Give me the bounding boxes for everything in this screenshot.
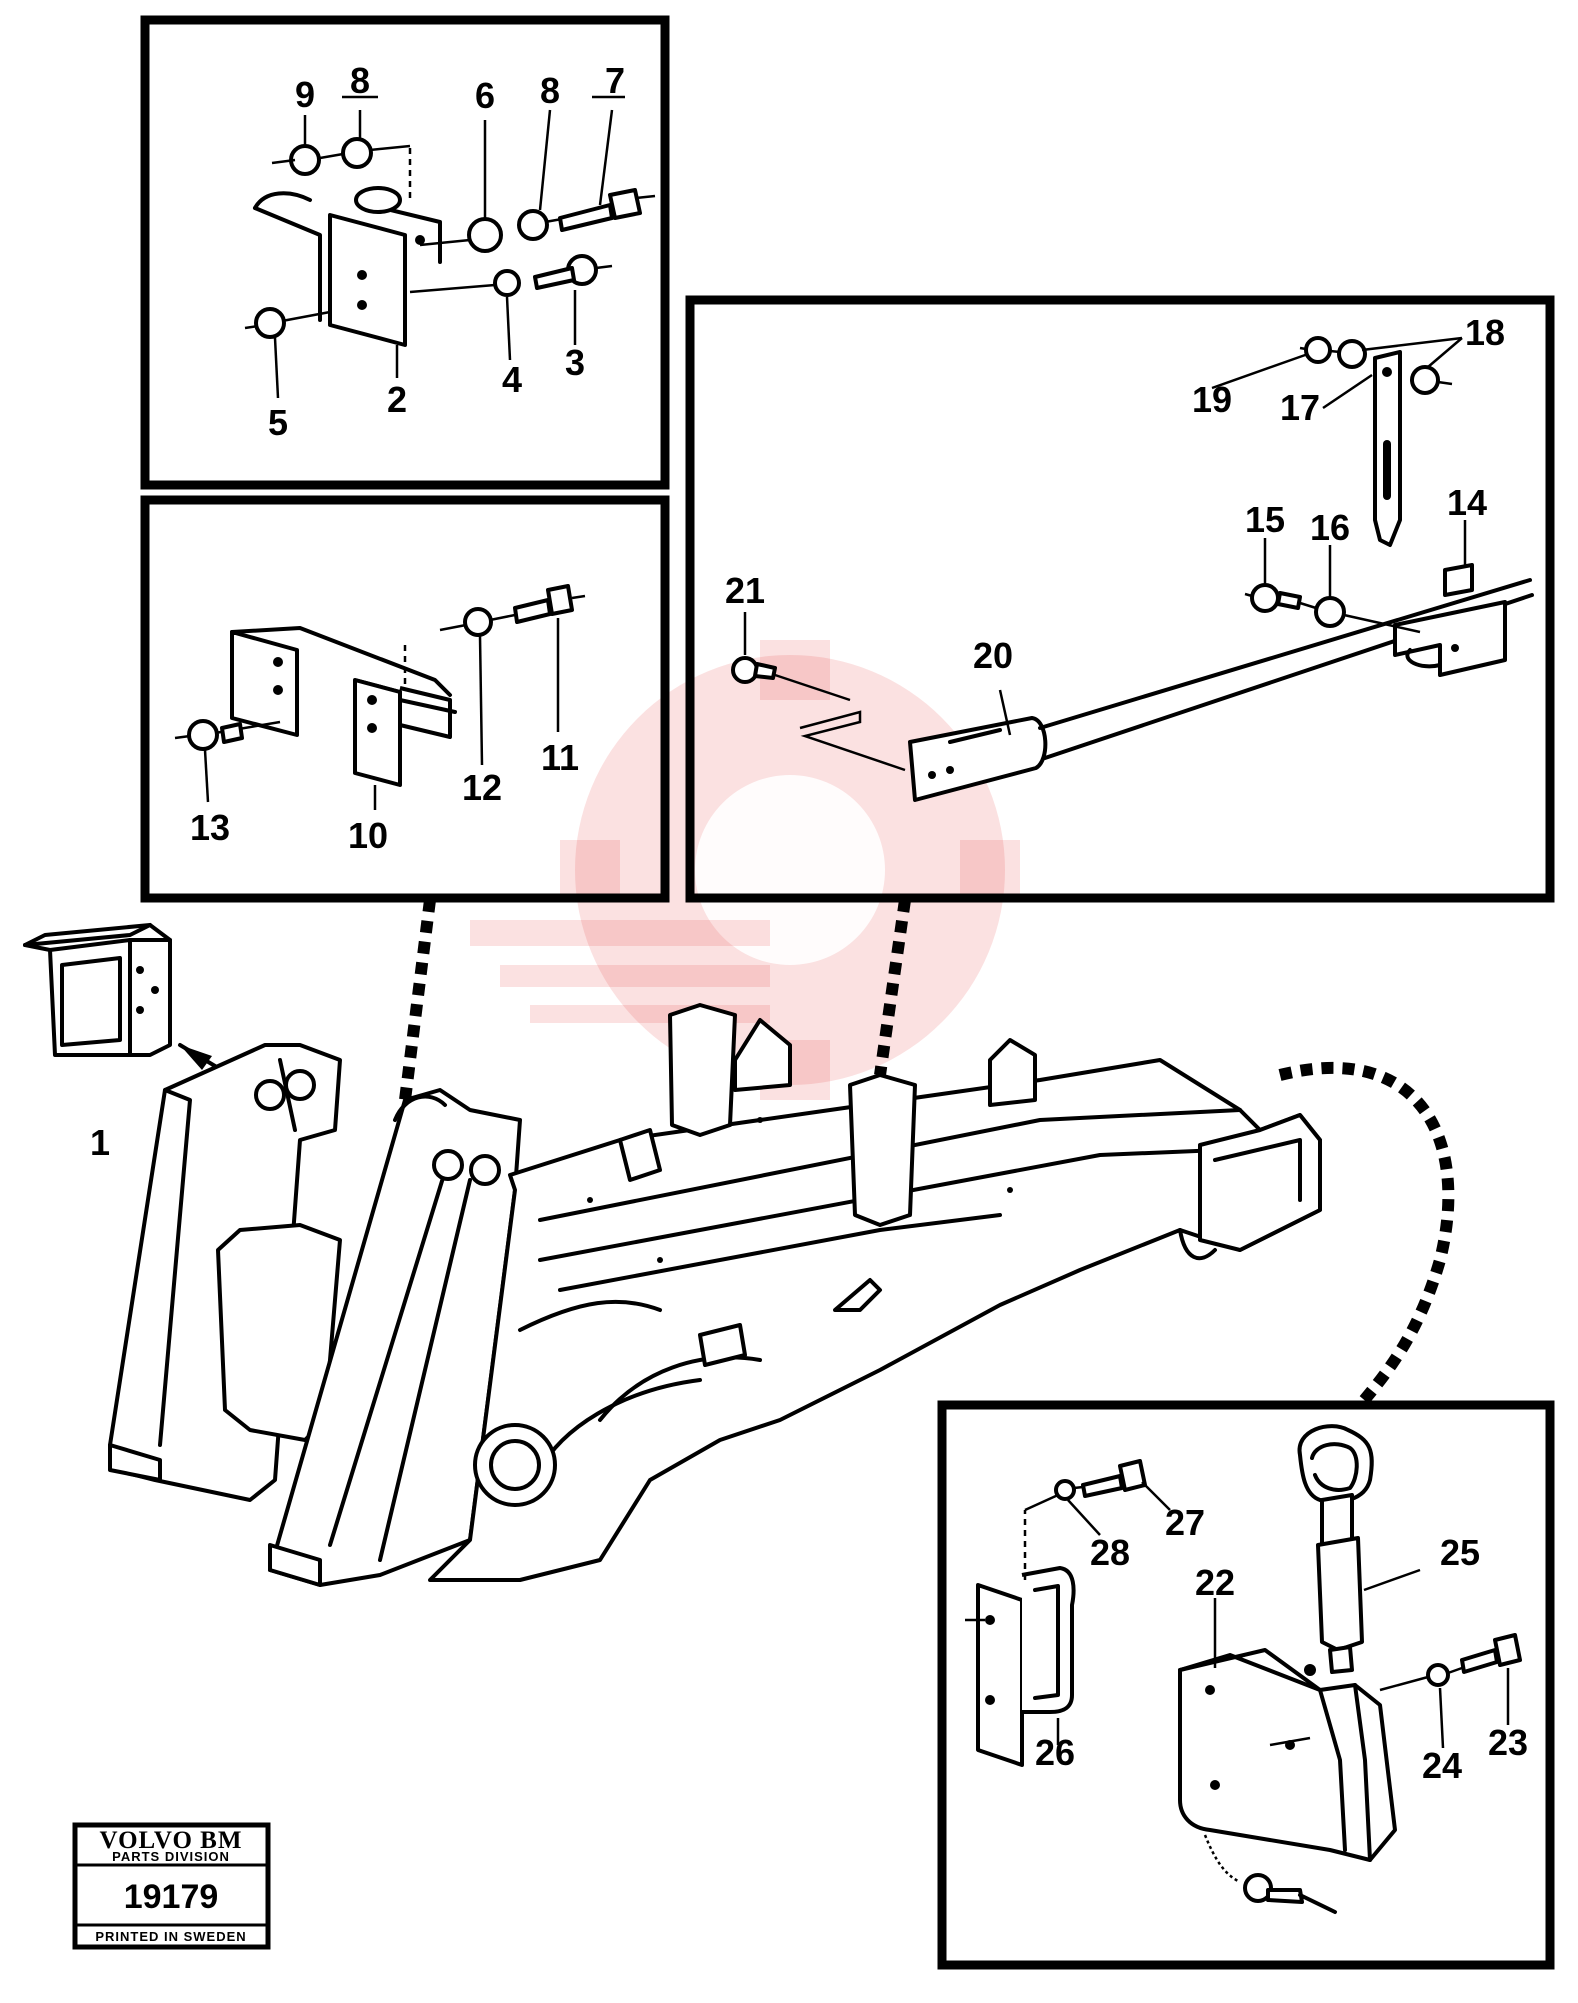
inset-mid-left-parts [174, 584, 586, 810]
callout-6: 6 [475, 75, 495, 116]
inset-frame-bottom-right [937, 1400, 1555, 1970]
logo-printed: PRINTED IN SWEDEN [95, 1929, 246, 1944]
callout-28: 28 [1090, 1532, 1130, 1573]
inset-right-parts [731, 336, 1534, 802]
callout-24: 24 [1422, 1745, 1462, 1786]
main-loader-frame [23, 923, 1322, 1587]
inset-frame-right [685, 295, 1555, 903]
callout-11: 11 [541, 737, 579, 778]
callout-1: 1 [90, 1122, 110, 1163]
inset-frame-top-left [140, 15, 670, 490]
callout-21: 21 [725, 570, 765, 611]
callout-7: 7 [605, 60, 625, 101]
callout-20: 20 [973, 635, 1013, 676]
inset-top-left-parts [244, 95, 656, 399]
callout-12: 12 [462, 767, 502, 808]
callout-5: 5 [268, 402, 288, 443]
callout-16: 16 [1310, 507, 1350, 548]
callout-14: 14 [1447, 482, 1487, 523]
callout-18: 18 [1465, 312, 1505, 353]
callout-2: 2 [387, 379, 407, 420]
leader-dashed [1278, 1061, 1455, 1409]
callout-19: 19 [1192, 379, 1232, 420]
callout-27: 27 [1165, 1502, 1205, 1543]
callout-8: 8 [540, 70, 560, 111]
leader-dashed [874, 899, 911, 1076]
callout-26: 26 [1035, 1732, 1075, 1773]
leader-dashed [399, 899, 436, 1101]
callout-15: 15 [1245, 499, 1285, 540]
callout-4: 4 [502, 359, 522, 400]
callout-13: 13 [190, 807, 230, 848]
inset-frame-mid-left [140, 495, 670, 903]
volvo-bm-logo [72, 1822, 271, 1950]
inset-bottom-right-parts [965, 1424, 1522, 1914]
callout-10: 10 [348, 815, 388, 856]
logo-brand: VOLVO BM [100, 1827, 243, 1854]
logo-division: PARTS DIVISION [112, 1849, 230, 1864]
drawing-number: 19179 [124, 1878, 219, 1916]
callout-23: 23 [1488, 1722, 1528, 1763]
callout-17: 17 [1280, 387, 1320, 428]
callout-22: 22 [1195, 1562, 1235, 1603]
callout-25: 25 [1440, 1532, 1480, 1573]
callout-3: 3 [565, 342, 585, 383]
callout-8: 8 [350, 60, 370, 101]
callout-9: 9 [295, 74, 315, 115]
watermark-gear-icon [470, 640, 1020, 1100]
